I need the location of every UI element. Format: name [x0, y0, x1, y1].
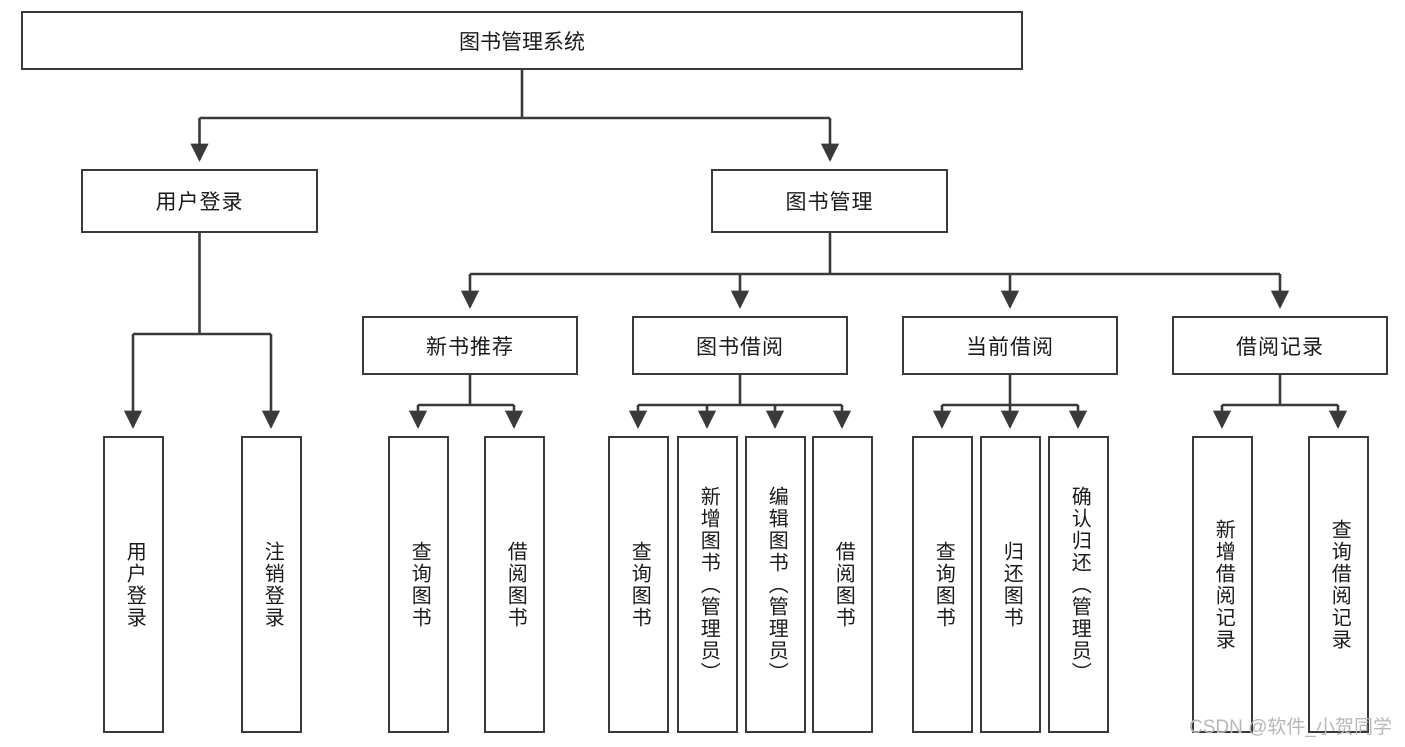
- leaf-user-login[interactable]: 用户登录: [103, 436, 164, 733]
- node-label: 借阅记录: [1236, 335, 1324, 359]
- node-label: 注销登录: [261, 540, 284, 629]
- node-label: 图书管理系统: [459, 30, 585, 54]
- node-label: 新增借阅记录: [1212, 518, 1235, 651]
- node-label: 查询借阅记录: [1328, 518, 1351, 651]
- node-borrow-record[interactable]: 借阅记录: [1172, 316, 1388, 375]
- node-label: 图书借阅: [696, 335, 784, 359]
- leaf-recommend-borrow-book[interactable]: 借阅图书: [484, 436, 545, 733]
- leaf-recommend-query-book[interactable]: 查询图书: [388, 436, 449, 733]
- node-current-borrow[interactable]: 当前借阅: [902, 316, 1118, 375]
- node-label: 借阅图书: [832, 540, 855, 629]
- leaf-current-confirm-return-admin[interactable]: 确认归还（管理员）: [1048, 436, 1109, 733]
- node-book-borrow[interactable]: 图书借阅: [632, 316, 848, 375]
- watermark-text: CSDN @软件_小贺同学: [1189, 717, 1392, 738]
- node-book-management-system[interactable]: 图书管理系统: [21, 11, 1023, 70]
- node-label: 新增图书（管理员）: [697, 485, 720, 684]
- node-label: 当前借阅: [966, 335, 1054, 359]
- node-label: 归还图书: [1000, 540, 1023, 629]
- node-label: 新书推荐: [426, 335, 514, 359]
- node-label: 查询图书: [628, 540, 651, 629]
- node-label: 查询图书: [408, 540, 431, 629]
- leaf-borrow-query-book[interactable]: 查询图书: [608, 436, 669, 733]
- node-label: 确认归还（管理员）: [1068, 485, 1091, 684]
- node-label: 编辑图书（管理员）: [765, 485, 788, 684]
- leaf-record-add-borrow-record[interactable]: 新增借阅记录: [1192, 436, 1253, 733]
- leaf-borrow-add-book-admin[interactable]: 新增图书（管理员）: [677, 436, 738, 733]
- node-label: 查询图书: [932, 540, 955, 629]
- node-label: 用户登录: [155, 191, 244, 214]
- node-user-login[interactable]: 用户登录: [81, 169, 318, 233]
- node-book-management[interactable]: 图书管理: [711, 169, 948, 233]
- node-new-book-recommend[interactable]: 新书推荐: [362, 316, 578, 375]
- node-label: 图书管理: [785, 191, 874, 214]
- leaf-current-return-book[interactable]: 归还图书: [980, 436, 1041, 733]
- leaf-borrow-borrow-book[interactable]: 借阅图书: [812, 436, 873, 733]
- node-label: 用户登录: [123, 540, 146, 629]
- node-label: 借阅图书: [504, 540, 527, 629]
- leaf-record-query-borrow-record[interactable]: 查询借阅记录: [1308, 436, 1369, 733]
- leaf-borrow-edit-book-admin[interactable]: 编辑图书（管理员）: [745, 436, 806, 733]
- leaf-user-logout[interactable]: 注销登录: [241, 436, 302, 733]
- leaf-current-query-book[interactable]: 查询图书: [912, 436, 973, 733]
